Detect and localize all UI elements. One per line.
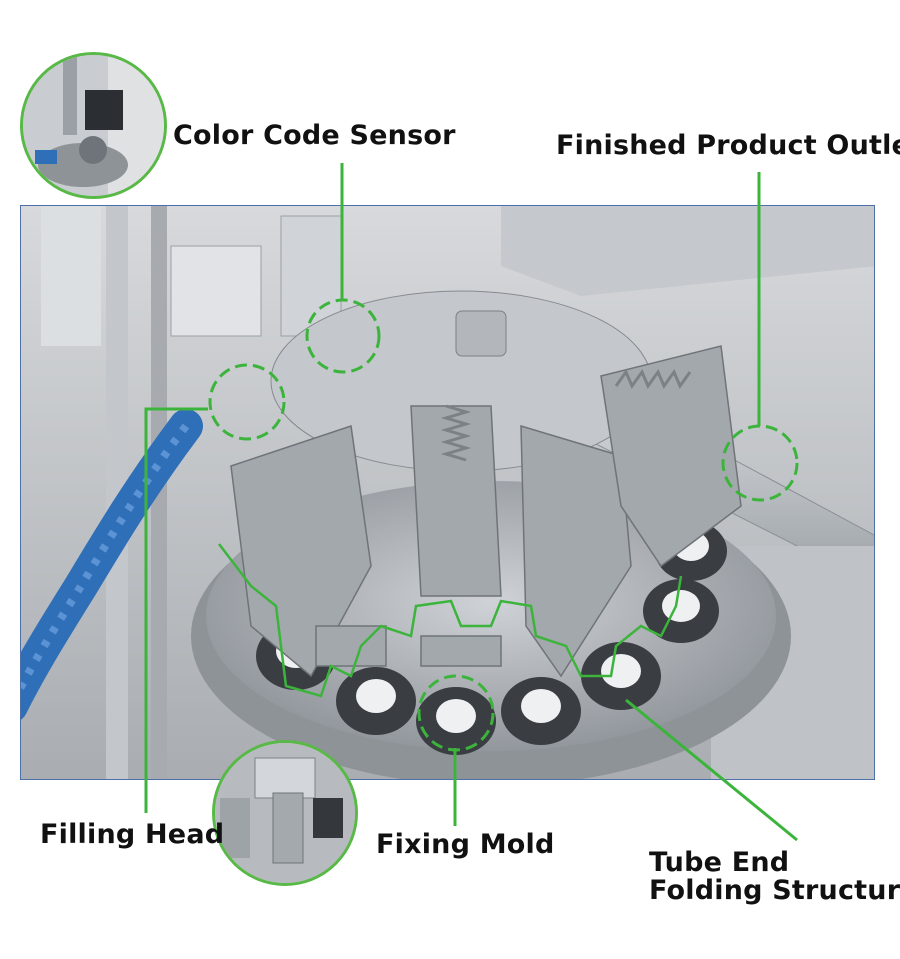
filling-head-inset <box>212 740 358 886</box>
machine-illustration <box>21 206 874 779</box>
filling-head-leader <box>144 407 208 813</box>
tube-end-folding-label-line1: Tube End <box>649 847 790 878</box>
color-sensor-inset <box>20 52 167 199</box>
color-code-sensor-label: Color Code Sensor <box>173 120 456 151</box>
tube-end-folding-label-line2: Folding Structure <box>649 875 900 906</box>
machine-photo <box>20 205 875 780</box>
color-sensor-closeup <box>23 55 164 196</box>
filling-head-label: Filling Head <box>40 819 225 850</box>
filling-head-closeup <box>215 743 355 883</box>
tube-end-folding-leader <box>625 698 798 842</box>
fixing-mold-label: Fixing Mold <box>376 829 555 860</box>
finished-product-outlet-label: Finished Product Outlet <box>556 130 900 161</box>
